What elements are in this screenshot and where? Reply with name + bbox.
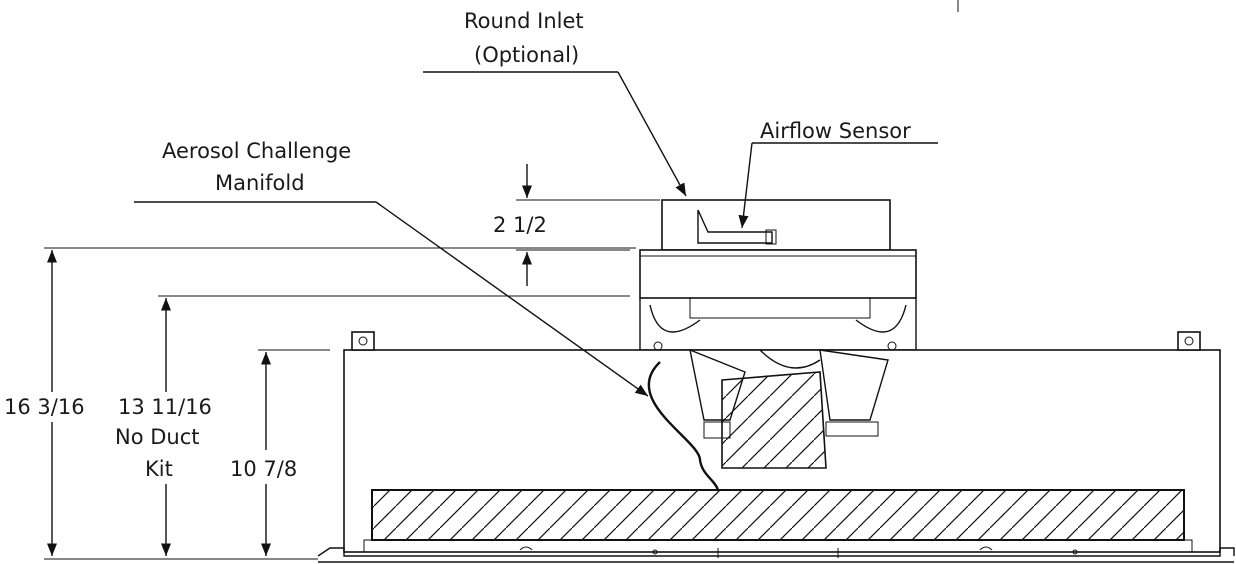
round-inlet-label-2: (Optional) xyxy=(474,43,579,67)
airflow-sensor-bracket xyxy=(697,209,773,244)
dim-13-11-16-label: 13 11/16 xyxy=(118,395,212,419)
motor-hatched-block xyxy=(721,371,827,469)
no-duct-label-2: Kit xyxy=(145,457,173,481)
fan-housing-top xyxy=(639,249,917,299)
fan-hub xyxy=(759,349,821,369)
airflow-sensor-clip xyxy=(765,229,777,245)
filter-frame xyxy=(363,539,1193,553)
aerosol-leader xyxy=(375,201,649,397)
dim-10-7-8-label: 10 7/8 xyxy=(230,457,297,481)
blower-scroll xyxy=(689,297,871,319)
hanger-tab-right xyxy=(1177,331,1201,351)
fan-motor-body xyxy=(639,298,917,351)
aerosol-label-2: Manifold xyxy=(215,171,305,195)
round-inlet-leader xyxy=(617,71,687,197)
airflow-sensor-label: Airflow Sensor xyxy=(760,119,911,143)
dim-2-1-2-label: 2 1/2 xyxy=(493,213,547,237)
airflow-sensor-leader xyxy=(738,142,753,229)
aerosol-tube xyxy=(647,361,720,491)
bolt-left xyxy=(653,341,663,351)
aerosol-label-1: Aerosol Challenge xyxy=(162,139,351,163)
motor-mount-left xyxy=(703,421,731,439)
no-duct-label-1: No Duct xyxy=(115,425,200,449)
scroll-curve-right xyxy=(855,304,907,333)
round-inlet-label-1: Round Inlet xyxy=(464,9,584,33)
motor-mount-right xyxy=(825,421,879,437)
fan-blade-right xyxy=(819,349,889,421)
ceiling-flange xyxy=(317,547,1235,557)
hanger-tab-left xyxy=(351,331,375,351)
scroll-curve-left xyxy=(649,304,701,333)
dim-16-3-16-label: 16 3/16 xyxy=(4,395,85,419)
hepa-filter-hatched xyxy=(371,489,1185,541)
bolt-right xyxy=(887,341,897,351)
